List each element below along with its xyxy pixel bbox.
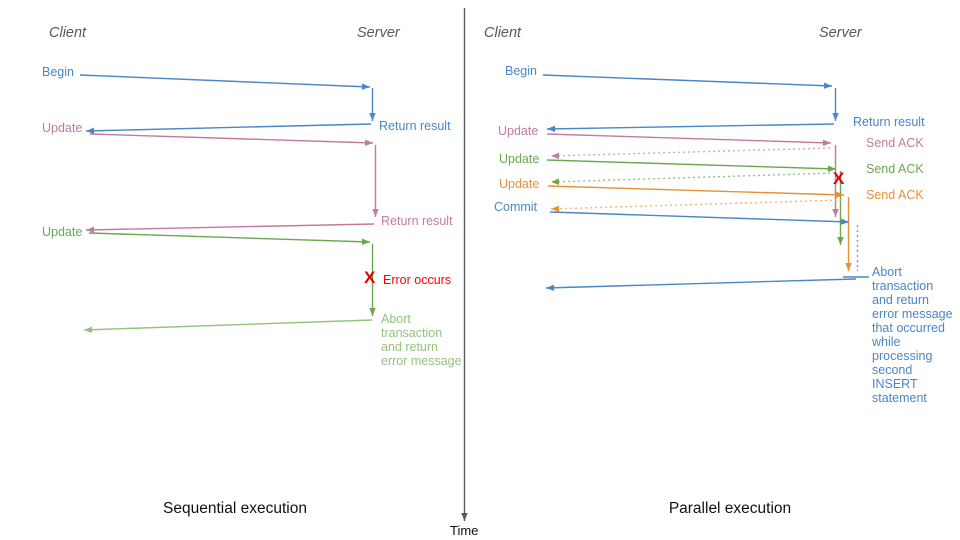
abort-transaction-note: Abort transaction and return error messa…	[872, 265, 953, 405]
update-message-label: Update	[42, 121, 83, 135]
return-result-label: Return result	[379, 119, 451, 133]
time-axis-label: Time	[450, 523, 479, 538]
send-ack-label: Send ACK	[866, 188, 924, 202]
send-ack-label: Send ACK	[866, 162, 924, 176]
server-lifeline-header: Server	[357, 25, 400, 41]
update-message-label: Update	[498, 124, 539, 138]
update-message-label: Update	[499, 177, 540, 191]
error-occurs-label: Error occurs	[383, 273, 452, 287]
update-message-label: Update	[42, 225, 83, 239]
panel-title-sequential: Sequential execution	[163, 500, 307, 517]
client-lifeline-header: Client	[49, 25, 87, 41]
begin-message-label: Begin	[505, 64, 537, 78]
return-result-label: Return result	[853, 115, 925, 129]
error-x-icon: X	[364, 268, 376, 287]
client-lifeline-header: Client	[484, 25, 522, 41]
begin-message-label: Begin	[42, 65, 74, 79]
update-message-label: Update	[499, 152, 540, 166]
send-ack-label: Send ACK	[866, 136, 924, 150]
error-x-icon: X	[833, 169, 845, 188]
abort-transaction-note: Abort transaction and return error messa…	[381, 312, 462, 368]
panel-title-parallel: Parallel execution	[668, 500, 792, 517]
server-lifeline-header: Server	[819, 25, 862, 41]
return-result-label: Return result	[381, 214, 453, 228]
commit-message-label: Commit	[494, 200, 538, 214]
